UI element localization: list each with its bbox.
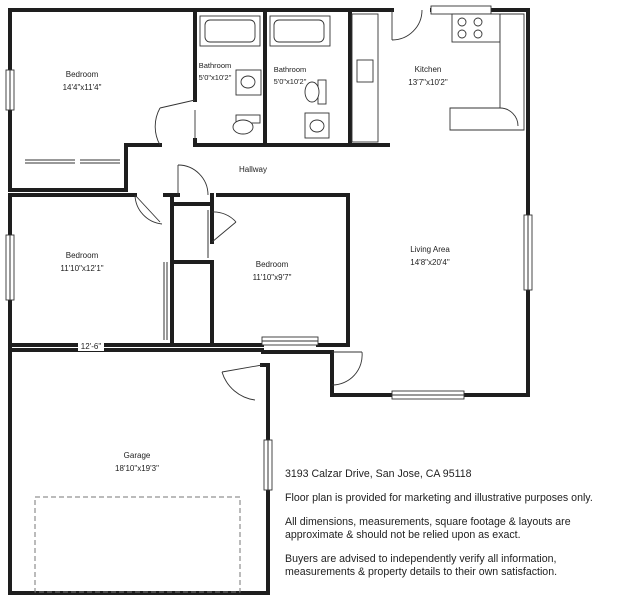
garage-dims: 18'10"x19'3"	[115, 464, 159, 473]
garage-name: Garage	[124, 451, 151, 460]
bathroom-2-name: Bathroom	[274, 65, 307, 74]
bedroom-3-name: Bedroom	[256, 260, 289, 269]
bathroom-1-name: Bathroom	[199, 61, 232, 70]
address: 3193 Calzar Drive, San Jose, CA 95118	[285, 468, 472, 480]
bedroom-2-name: Bedroom	[66, 251, 99, 260]
living-area-name: Living Area	[410, 245, 450, 254]
kitchen-dims: 13'7"x10'2"	[408, 78, 448, 87]
bathroom-1-dims: 5'0"x10'2"	[199, 73, 232, 82]
bathroom-fixtures	[199, 15, 331, 139]
verify-note: Buyers are advised to independently veri…	[285, 553, 558, 578]
bedroom-1-dims: 14'4"x11'4"	[63, 83, 102, 92]
bedroom-1-name: Bedroom	[66, 70, 99, 79]
disclaimer: Floor plan is provided for marketing and…	[285, 492, 593, 504]
bedroom-3-dims: 11'10"x9'7"	[253, 273, 292, 282]
kitchen-name: Kitchen	[415, 65, 442, 74]
bathroom-2-dims: 5'0"x10'2"	[274, 77, 307, 86]
kitchen-fixtures	[351, 13, 525, 143]
garage-door-outline	[34, 496, 241, 593]
plan-notes: 3193 Calzar Drive, San Jose, CA 95118 Fl…	[285, 468, 615, 590]
windows	[5, 5, 533, 491]
living-area-dims: 14'8"x20'4"	[410, 258, 450, 267]
bedroom-2-dims: 11'10"x12'1"	[60, 264, 103, 273]
closet-doors	[25, 159, 209, 340]
doors	[134, 9, 423, 401]
dimension-label: 12'-6"	[81, 342, 102, 351]
dimensions-note: All dimensions, measurements, square foo…	[285, 516, 571, 541]
room-labels: Bedroom 14'4"x11'4" Bathroom 5'0"x10'2" …	[60, 61, 450, 473]
hallway-name: Hallway	[239, 165, 267, 174]
